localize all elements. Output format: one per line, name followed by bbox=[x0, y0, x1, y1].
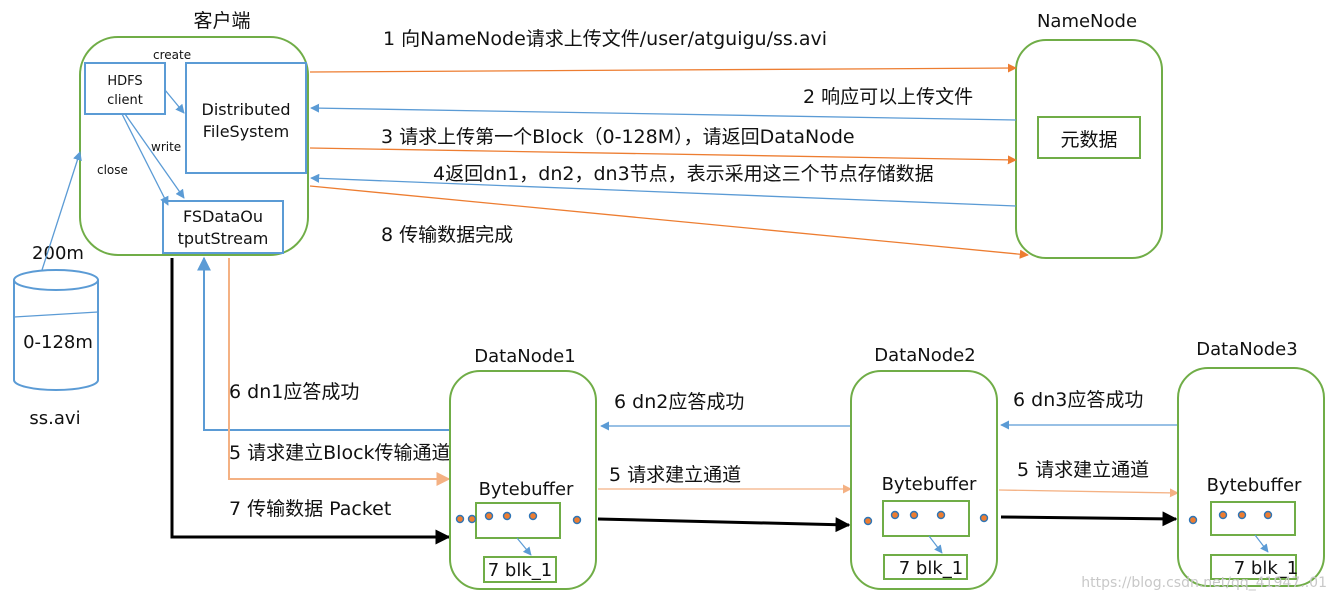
dn2-to-dn3-data-arrow bbox=[1000, 511, 1178, 527]
file-to-client-arrow bbox=[41, 151, 82, 271]
write-arrow bbox=[124, 113, 185, 199]
step7-label: 7 传输数据 Packet bbox=[229, 498, 391, 520]
file-block-label: 0-128m bbox=[23, 332, 93, 353]
packet-dot bbox=[936, 510, 946, 520]
datanode2-title: DataNode2 bbox=[874, 345, 975, 366]
create-label: create bbox=[153, 48, 191, 62]
packet-dot bbox=[1237, 510, 1247, 520]
packet-dot bbox=[484, 511, 494, 521]
datanode2-block-label: 7 blk_1 bbox=[899, 558, 963, 579]
step6-dn3-label: 6 dn3应答成功 bbox=[1013, 389, 1143, 411]
datanode2-bytebuffer-box bbox=[882, 500, 970, 537]
step1-arrow bbox=[309, 63, 1017, 73]
step1-label: 1 向NameNode请求上传文件/user/atguigu/ss.avi bbox=[383, 28, 827, 50]
step4-label: 4返回dn1，dn2，dn3节点，表示采用这三个节点存储数据 bbox=[433, 163, 934, 185]
datanode1-bytebuffer-box bbox=[475, 502, 561, 539]
dn1-ack-arrow bbox=[197, 256, 449, 431]
packet-dot bbox=[890, 510, 900, 520]
step5-dn1-label: 5 请求建立Block传输通道 bbox=[229, 442, 451, 464]
file-block-divider bbox=[13, 311, 99, 318]
packet-dot bbox=[572, 515, 582, 525]
metadata-label: 元数据 bbox=[1060, 129, 1117, 151]
step3-label: 3 请求上传第一个Block（0-128M），请返回DataNode bbox=[381, 126, 855, 148]
datanode3-block-label: 7 blk_1 bbox=[1234, 558, 1298, 579]
create-arrow bbox=[164, 89, 185, 114]
file-cylinder-body bbox=[13, 280, 99, 391]
step5-dn3-label: 5 请求建立通道 bbox=[1017, 459, 1149, 481]
setup-pipeline-dn3-arrow bbox=[998, 488, 1179, 498]
step4-arrow bbox=[310, 173, 1017, 207]
fsdataoutputstream-box bbox=[162, 200, 284, 254]
packet-dot bbox=[467, 514, 477, 524]
fsdataoutputstream-label-line2: tputStream bbox=[178, 229, 269, 248]
datanode1-buffer-to-block-arrow bbox=[516, 537, 532, 556]
datanode2-packets bbox=[863, 510, 989, 526]
datanode1-title: DataNode1 bbox=[474, 346, 575, 367]
step8-label: 8 传输数据完成 bbox=[381, 224, 513, 246]
client-title: 客户端 bbox=[193, 10, 250, 32]
packet-dot bbox=[1188, 515, 1198, 525]
file-name-label: ss.avi bbox=[29, 408, 80, 429]
packet-dot bbox=[979, 513, 989, 523]
hdfs-client-box bbox=[84, 62, 166, 115]
packet-dot bbox=[528, 511, 538, 521]
step6-dn1-label: 6 dn1应答成功 bbox=[229, 381, 359, 403]
packet-dot bbox=[455, 514, 465, 524]
datanode3-buffer-to-block-arrow bbox=[1254, 534, 1269, 553]
step6-dn2-label: 6 dn2应答成功 bbox=[614, 391, 744, 413]
write-label: write bbox=[151, 140, 181, 154]
step5-dn2-label: 5 请求建立通道 bbox=[609, 464, 741, 486]
packet-transfer-arrow bbox=[170, 258, 451, 545]
datanode3-bytebuffer-label: Bytebuffer bbox=[1207, 475, 1302, 496]
datanode2-buffer-to-block-arrow bbox=[928, 535, 943, 554]
fsdataoutputstream-label-line1: FSDataOu bbox=[183, 207, 263, 226]
datanode1-packets bbox=[455, 511, 582, 525]
datanode3-block-box bbox=[1210, 554, 1297, 580]
dn1-to-dn2-data-arrow bbox=[597, 517, 851, 533]
datanode2-block-box bbox=[883, 554, 968, 580]
close-arrow bbox=[121, 113, 169, 206]
hdfs-client-label-line1: HDFS bbox=[107, 74, 142, 89]
packet-dot bbox=[502, 511, 512, 521]
step3-arrow bbox=[309, 147, 1017, 165]
step2-label: 2 响应可以上传文件 bbox=[803, 86, 973, 108]
datanode3-packets bbox=[1188, 510, 1273, 525]
metadata-box bbox=[1037, 116, 1141, 159]
datanode1-block-box bbox=[483, 556, 557, 583]
packet-dot bbox=[1263, 510, 1273, 520]
packet-dot bbox=[863, 516, 873, 526]
file-cylinder-top bbox=[13, 269, 99, 291]
close-label: close bbox=[97, 163, 128, 177]
namenode-title: NameNode bbox=[1037, 11, 1137, 32]
hdfs-client-label-line2: client bbox=[107, 93, 143, 108]
datanode2-bytebuffer-label: Bytebuffer bbox=[882, 474, 977, 495]
file-size-label: 200m bbox=[32, 243, 84, 264]
datanode3-title: DataNode3 bbox=[1196, 339, 1297, 360]
distributed-filesystem-label-line1: Distributed bbox=[202, 100, 291, 119]
step2-arrow bbox=[310, 103, 1017, 121]
step8-arrow bbox=[309, 185, 1029, 259]
watermark: https://blog.csdn.net/qq_41947..01 bbox=[1081, 575, 1327, 591]
datanode1-block-label: 7 blk_1 bbox=[488, 560, 552, 581]
distributed-filesystem-label-line2: FileSystem bbox=[203, 122, 289, 141]
datanode1-bytebuffer-label: Bytebuffer bbox=[479, 479, 574, 500]
setup-pipeline-dn1-arrow bbox=[228, 258, 451, 486]
packet-dot bbox=[909, 510, 919, 520]
distributed-filesystem-box bbox=[185, 62, 307, 174]
packet-dot bbox=[1218, 510, 1228, 520]
